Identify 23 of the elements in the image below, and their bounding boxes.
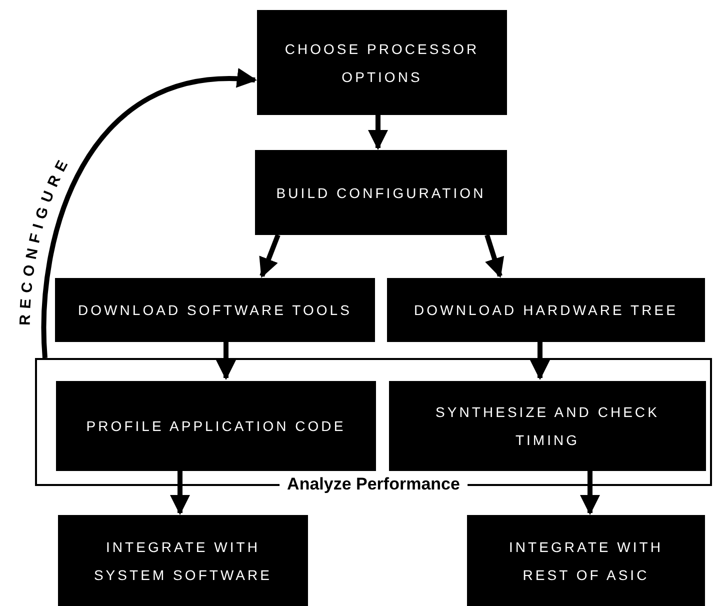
box-label: INTEGRATE WITH REST OF ASIC [508, 538, 664, 584]
process-box [389, 381, 706, 471]
arrow [484, 234, 504, 278]
box-label: SYNTHESIZE AND CHECK TIMING [434, 403, 660, 450]
box-label: DOWNLOAD SOFTWARE TOOLS [78, 301, 352, 320]
arrow [580, 470, 600, 515]
arrow [530, 342, 550, 380]
box-label: DOWNLOAD HARDWARE TREE [414, 301, 678, 320]
process-box [257, 10, 507, 115]
box-label: CHOOSE PROCESSOR OPTIONS [284, 40, 480, 86]
arrow [368, 115, 388, 150]
box-label: BUILD CONFIGURATION [276, 184, 486, 202]
arrow [259, 234, 280, 278]
arrow [216, 342, 236, 380]
process-box [255, 150, 507, 235]
process-box [56, 381, 376, 471]
arrow [170, 470, 190, 515]
arrow [41, 70, 257, 358]
process-box [387, 278, 705, 342]
process-box [467, 515, 705, 606]
box-label: INTEGRATE WITH SYSTEM SOFTWARE [92, 538, 274, 584]
box-label: PROFILE APPLICATION CODE [86, 417, 346, 436]
process-box [58, 515, 308, 606]
